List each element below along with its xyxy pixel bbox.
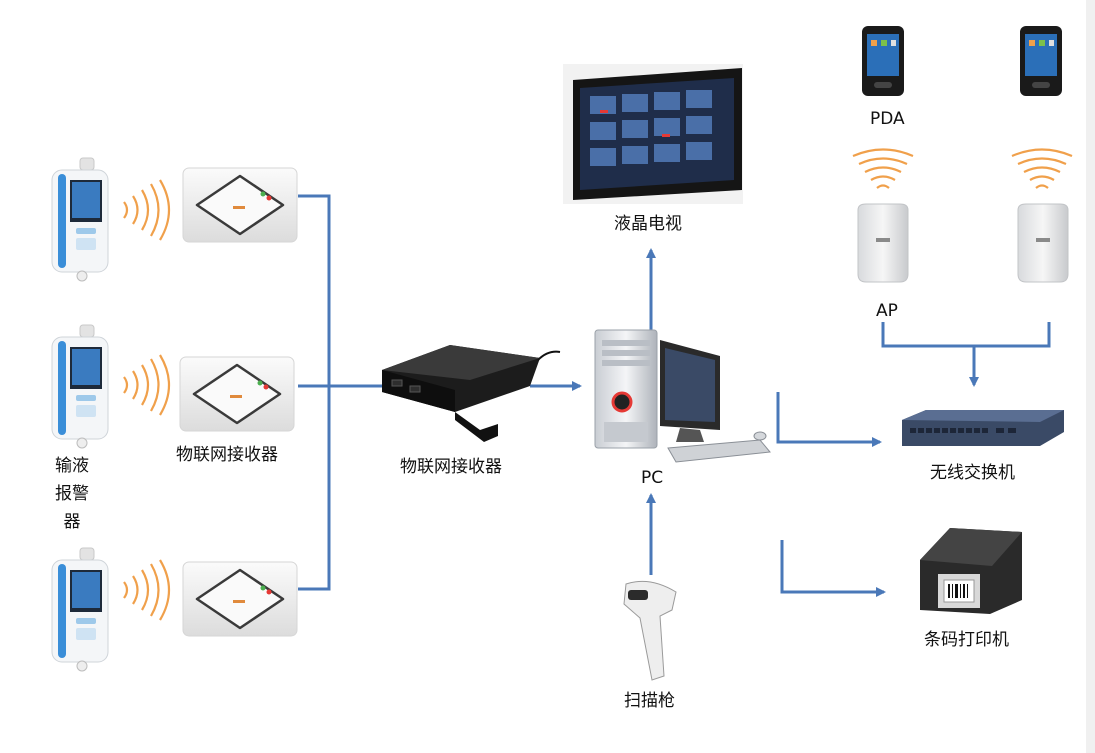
wireless-wave-icon-2: [123, 354, 170, 416]
connector-pc-printer: [780, 540, 886, 597]
connector-pc-switch: [776, 392, 882, 447]
connector-receivers-bus: [298, 194, 331, 591]
pc-computer: [594, 329, 771, 463]
ceiling-receiver-2: [179, 356, 295, 432]
connector-ap-bus: [881, 322, 1051, 348]
ceiling-receiver-label: 物联网接收器: [176, 445, 278, 465]
wireless-switch-label: 无线交换机: [930, 463, 1015, 483]
connectors: [298, 194, 1051, 597]
infusion-alarm-device-2: [51, 324, 109, 449]
wireless-wave-icon-3: [123, 559, 170, 621]
rack-receiver: [382, 345, 561, 442]
infusion-alarm-device-3: [51, 547, 109, 672]
alarm-device-label: 输液报警器: [55, 456, 89, 532]
ceiling-receiver-3: [182, 561, 298, 637]
barcode-printer: [920, 528, 1022, 614]
barcode-printer-label: 条码打印机: [924, 630, 1009, 650]
ceiling-receiver-1: [182, 167, 298, 243]
barcode-scanner: [623, 580, 677, 681]
pda-device-2: [1020, 26, 1062, 96]
network-switch: [902, 410, 1064, 446]
scrollbar[interactable]: [1086, 0, 1095, 753]
wireless-wave-icon-pda-2: [1011, 148, 1073, 189]
infusion-alarm-device-1: [51, 157, 109, 282]
wireless-wave-icon-pda-1: [852, 148, 914, 189]
pc-label: PC: [641, 468, 664, 488]
access-point-1: [857, 203, 909, 283]
ap-label: AP: [876, 301, 898, 321]
rack-receiver-label: 物联网接收器: [400, 457, 502, 477]
lcd-tv: [563, 64, 743, 204]
lcd-tv-label: 液晶电视: [614, 214, 682, 234]
pda-label: PDA: [870, 109, 905, 129]
access-point-2: [1017, 203, 1069, 283]
pda-device-1: [862, 26, 904, 96]
scanner-label: 扫描枪: [624, 691, 675, 711]
wireless-wave-icon-1: [123, 179, 170, 241]
